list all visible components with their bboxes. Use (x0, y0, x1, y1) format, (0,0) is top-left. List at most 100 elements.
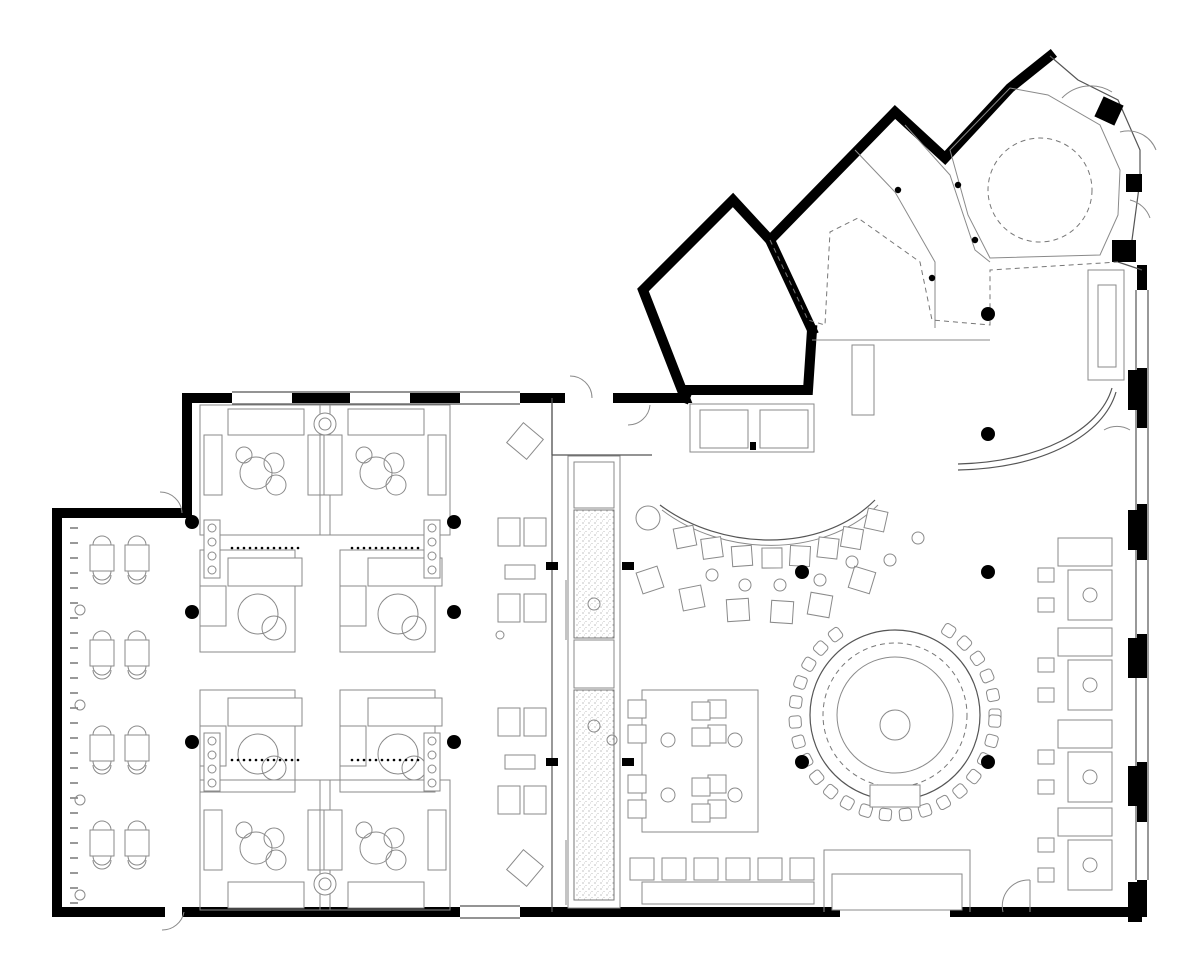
cocktail-table (845, 555, 859, 569)
chair (627, 774, 647, 794)
bench-dot (248, 758, 252, 762)
chair (127, 535, 147, 546)
bench-dot (398, 546, 402, 550)
bench-dot (368, 758, 372, 762)
bar-stool (988, 714, 1002, 728)
chair (92, 535, 112, 546)
chair (127, 665, 147, 676)
column (185, 605, 199, 619)
table-two-top (89, 639, 115, 667)
booth-chair (1037, 687, 1055, 703)
bench-dot (350, 546, 354, 550)
lamp (207, 565, 217, 575)
bench-dot (242, 546, 246, 550)
bench-dot (386, 758, 390, 762)
bench-dot (254, 546, 258, 550)
booth-seat (227, 557, 303, 587)
bench-dot (266, 758, 270, 762)
bench-dot (356, 546, 360, 550)
lamp (427, 565, 437, 575)
bench-seat (693, 857, 719, 881)
table-two-top (89, 829, 115, 857)
bench-dot (416, 546, 420, 550)
table-two-top (89, 544, 115, 572)
planter (313, 872, 337, 896)
bench-dot (386, 546, 390, 550)
column (447, 735, 461, 749)
round-table (383, 452, 405, 474)
chair (92, 630, 112, 641)
bench-dot (272, 546, 276, 550)
column (981, 427, 995, 441)
chair (127, 669, 147, 680)
round-table (239, 831, 273, 865)
lamp (207, 537, 217, 547)
bar-stool (941, 623, 957, 639)
exterior-walls (52, 48, 1149, 919)
column (928, 274, 936, 282)
planter (495, 630, 505, 640)
bench (347, 408, 425, 436)
pier (1128, 370, 1142, 410)
round-table (265, 849, 287, 871)
lamp (207, 736, 217, 746)
lounge-armchair (678, 584, 706, 612)
pier (1128, 766, 1142, 806)
bench-dot (404, 758, 408, 762)
bench-dot (392, 758, 396, 762)
lounge-chair (788, 544, 812, 568)
bench-dot (230, 758, 234, 762)
bench-dot (404, 546, 408, 550)
lamp (427, 764, 437, 774)
planter (74, 699, 86, 711)
column (981, 755, 995, 769)
lounge-chair (816, 536, 840, 560)
round-table (377, 593, 419, 635)
chair (92, 665, 112, 676)
round-table (235, 446, 253, 464)
bench (347, 881, 425, 909)
tabletop-detail (1082, 587, 1098, 603)
chair (92, 859, 112, 870)
columns (185, 181, 1142, 922)
bench-dot (260, 546, 264, 550)
bar-stool (917, 803, 933, 818)
table-two-top (124, 829, 150, 857)
chair (627, 724, 647, 744)
round-bar-outer (809, 629, 981, 801)
bar-stool (793, 675, 808, 690)
bench-dot (278, 758, 282, 762)
booth-back (1057, 627, 1113, 657)
bar-counter (565, 455, 621, 909)
lamp-stand (203, 519, 221, 579)
lamp (207, 778, 217, 788)
bar-stool (791, 734, 806, 749)
left-wall-ticks (70, 527, 78, 904)
bench-dot (278, 546, 282, 550)
chair (92, 764, 112, 775)
pier (1128, 882, 1142, 922)
pier (622, 562, 634, 570)
round-table (727, 787, 743, 803)
table-two-top (124, 544, 150, 572)
bench-dot (260, 758, 264, 762)
booth-side (199, 585, 227, 627)
planter-inner (318, 417, 332, 431)
tabletop-detail (1082, 857, 1098, 873)
chair (523, 707, 547, 737)
lamp (427, 537, 437, 547)
bench (227, 881, 305, 909)
planter (313, 412, 337, 436)
bar-stool (952, 783, 968, 799)
bench-dot (380, 546, 384, 550)
bar-stool (878, 807, 893, 822)
round-table (265, 474, 287, 496)
bench-dot (362, 758, 366, 762)
chair (691, 777, 711, 797)
planter (74, 794, 86, 806)
side-bench (307, 434, 327, 496)
bench-seat (725, 857, 751, 881)
curved-banquette-inner (661, 504, 879, 546)
bench-dot (296, 758, 300, 762)
round-table (385, 474, 407, 496)
